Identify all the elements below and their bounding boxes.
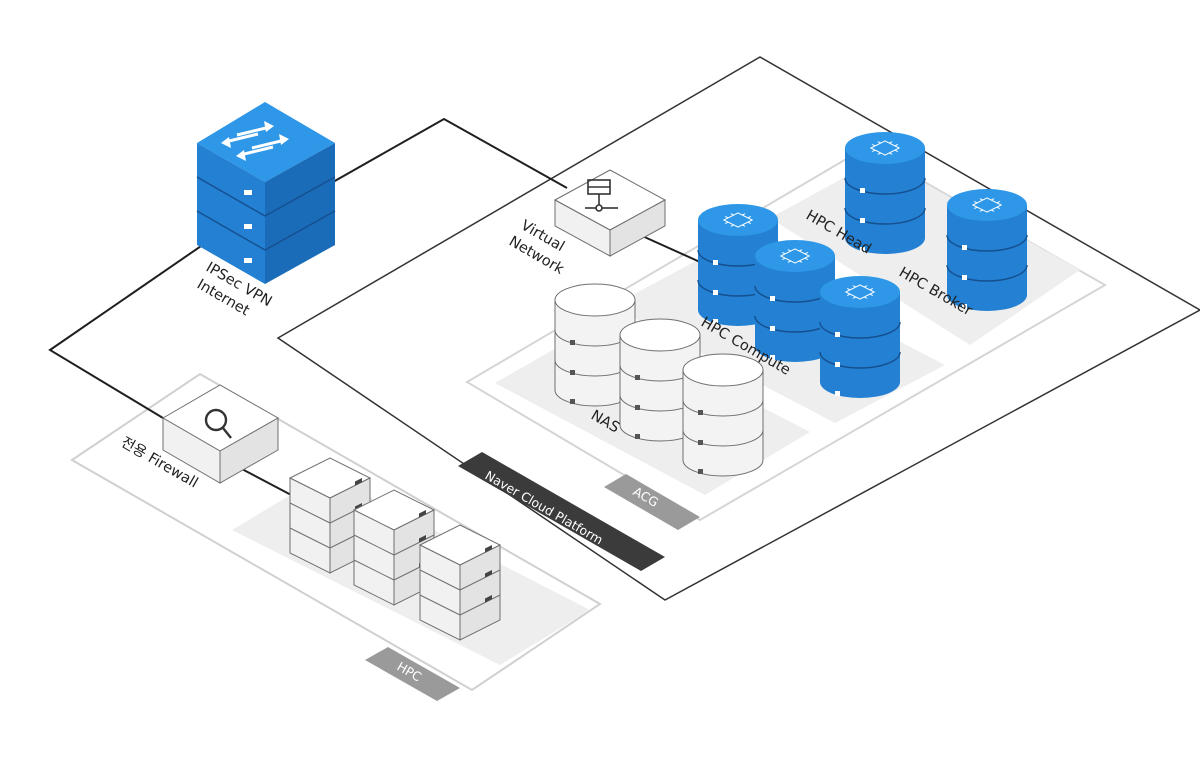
firewall-server-link bbox=[239, 467, 296, 498]
server-box-icon[interactable] bbox=[419, 524, 501, 641]
hpc-broker-node bbox=[946, 188, 1028, 312]
switch-arrows-icon bbox=[221, 121, 289, 161]
virtual-network-device[interactable] bbox=[553, 169, 667, 257]
vpn-link bbox=[332, 117, 568, 189]
firewall-device[interactable] bbox=[162, 384, 280, 484]
vpn-device[interactable] bbox=[196, 102, 336, 284]
chip-cylinder-icon[interactable] bbox=[819, 275, 901, 399]
vnet-hpc-link bbox=[639, 234, 701, 263]
network-router-icon bbox=[585, 179, 618, 212]
disk-cylinder-icon[interactable] bbox=[682, 353, 764, 477]
internet-link bbox=[48, 232, 221, 419]
network-links bbox=[48, 117, 701, 498]
magnifier-icon bbox=[204, 408, 232, 439]
chip-cylinder-icon[interactable] bbox=[946, 188, 1028, 312]
